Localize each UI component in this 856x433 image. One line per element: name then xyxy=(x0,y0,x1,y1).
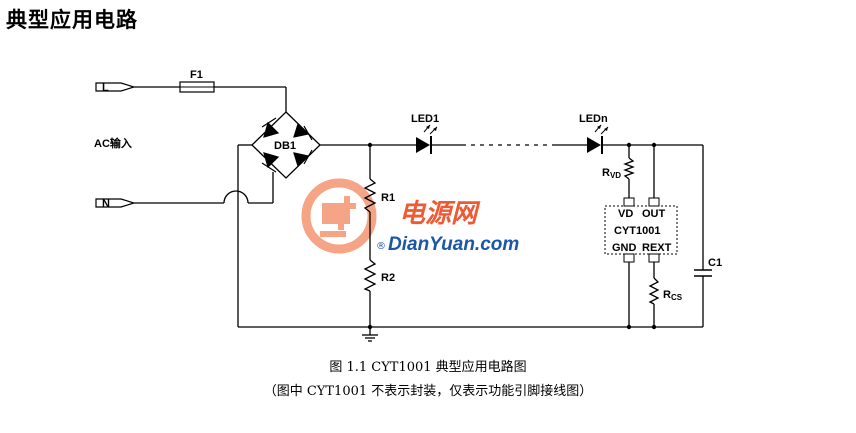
chip-pin-vd: VD xyxy=(618,208,633,220)
led1-label: LED1 xyxy=(411,113,439,125)
figure-caption: 图 1.1 CYT1001 典型应用电路图 xyxy=(329,360,527,375)
svg-text:RVD: RVD xyxy=(602,167,621,180)
chip-cyt1001: VD OUT CYT1001 GND REXT xyxy=(604,197,678,263)
page-title: 典型应用电路 xyxy=(6,8,138,32)
fuse-f1: F1 xyxy=(179,69,215,93)
ledn-label: LEDn xyxy=(579,113,608,125)
ac-input-label: AC输入 xyxy=(94,136,132,150)
chip-pin-rext: REXT xyxy=(642,242,672,254)
watermark-brand-cn: 电源网 xyxy=(399,199,481,229)
watermark: 电源网 ® DianYuan.com xyxy=(301,178,519,255)
figure-note: （图中 CYT1001 不表示封装，仅表示功能引脚接线图） xyxy=(263,384,593,399)
chip-pin-out: OUT xyxy=(642,208,666,220)
rcs-label-main: R xyxy=(663,289,671,301)
resistor-r1: R1 xyxy=(363,178,395,213)
rcs-label-sub: CS xyxy=(671,293,683,302)
r2-label: R2 xyxy=(381,272,395,284)
rvd-label-sub: VD xyxy=(610,171,621,180)
dianyuan-logo-icon xyxy=(301,178,377,254)
circuit-diagram: 电源网 ® DianYuan.com xyxy=(94,69,722,342)
chip-pin-gnd: GND xyxy=(612,242,637,254)
watermark-brand-en: DianYuan.com xyxy=(388,234,519,255)
svg-text:RCS: RCS xyxy=(663,289,683,302)
capacitor-c1: C1 xyxy=(694,257,722,277)
terminal-l: L xyxy=(95,82,137,94)
led-n: LEDn xyxy=(579,113,609,154)
junction-dots xyxy=(367,142,657,330)
fuse-label: F1 xyxy=(190,69,203,81)
terminal-l-label: L xyxy=(102,82,109,94)
r1-label: R1 xyxy=(381,192,395,204)
rvd-label-main: R xyxy=(602,167,610,179)
resistor-rcs: RCS xyxy=(648,277,683,305)
chip-name: CYT1001 xyxy=(614,225,660,237)
bridge-rectifier-db1: DB1 xyxy=(251,111,321,179)
resistor-rvd: RVD xyxy=(602,157,635,180)
registered-mark: ® xyxy=(376,241,386,252)
resistor-r2: R2 xyxy=(363,259,395,292)
led-1: LED1 xyxy=(411,113,439,154)
terminal-n: N xyxy=(95,198,137,210)
bridge-label: DB1 xyxy=(274,140,296,152)
c1-label: C1 xyxy=(708,257,722,269)
terminal-n-label: N xyxy=(102,198,110,210)
